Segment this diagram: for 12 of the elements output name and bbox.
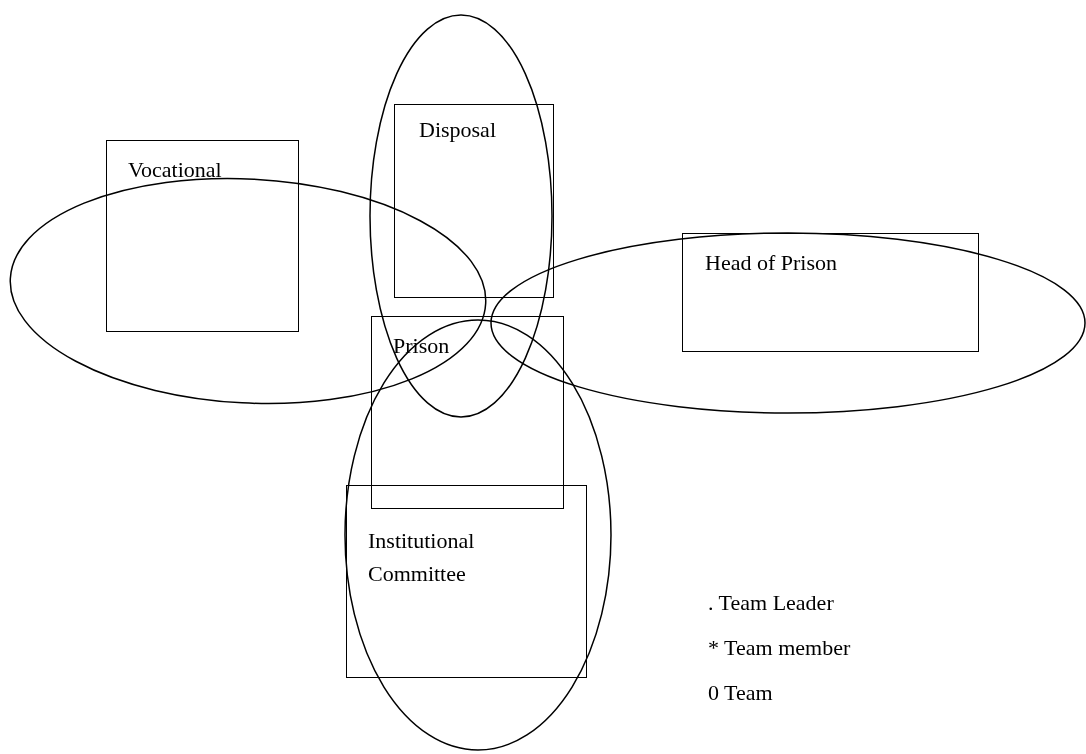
ellipse-shape: [369, 14, 553, 418]
legend-note: . Team Leader: [708, 590, 834, 617]
ellipse-shape: [490, 232, 1086, 414]
box-label: Vocational: [128, 156, 222, 184]
ellipse-shape: [344, 319, 612, 751]
box-label: Disposal: [419, 116, 496, 144]
box-label: Institutional Committee: [368, 527, 476, 588]
ellipse-shape: [9, 177, 487, 405]
rectangle-box: [106, 140, 299, 332]
box-label: Head of Prison: [705, 249, 837, 277]
legend-note: * Team member: [708, 635, 851, 662]
legend-note: 0 Team: [708, 680, 773, 707]
